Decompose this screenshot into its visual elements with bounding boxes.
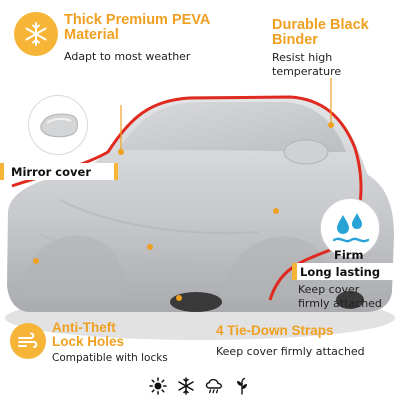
sun-icon [149, 377, 167, 395]
lock-holes-subtitle: Compatible with locks [52, 352, 168, 364]
rain-cloud-icon [205, 377, 223, 395]
lock-holes-title-line2: Lock Holes [52, 334, 125, 350]
mirror-cover-label: Mirror cover [0, 163, 118, 180]
mirror-cover-text: Mirror cover [11, 164, 91, 179]
mirror-icon [40, 113, 78, 138]
leaf-icon [233, 377, 251, 395]
firm-subtitle: Keep cover firmly attached [298, 283, 382, 312]
firm-subtitle-line2: firmly attached [298, 297, 382, 311]
long-lasting-text: Long lasting [300, 264, 381, 279]
wind-icon [10, 323, 46, 359]
material-title-line1: Thick Premium PEVA [64, 12, 211, 28]
binder-title-line1: Durable Black [272, 17, 369, 33]
mirror-cover-thumbnail [28, 95, 88, 155]
snowflake-icon [14, 12, 58, 56]
material-title-line2: Material [64, 27, 119, 44]
firm-badge: Firm [334, 248, 364, 262]
long-lasting-label: Long lasting [292, 263, 400, 280]
material-subtitle: Adapt to most weather [64, 50, 191, 63]
weather-icons-row [0, 372, 400, 400]
straps-subtitle: Keep cover firmly attached [216, 345, 365, 358]
straps-title: 4 Tie-Down Straps [216, 323, 334, 338]
firm-subtitle-line1: Keep cover [298, 283, 360, 296]
binder-subtitle: Resist high temperature [272, 51, 342, 79]
snowflake-icon [177, 377, 195, 395]
lock-holes-title: Anti-Theft Lock Holes [52, 320, 125, 350]
binder-title: Durable Black Binder [272, 17, 369, 49]
lock-holes-title-line1: Anti-Theft [52, 320, 116, 335]
binder-title-line2: Binder [272, 32, 318, 49]
material-title: Thick Premium PEVA Material [64, 12, 211, 44]
water-drops-icon [320, 198, 380, 258]
